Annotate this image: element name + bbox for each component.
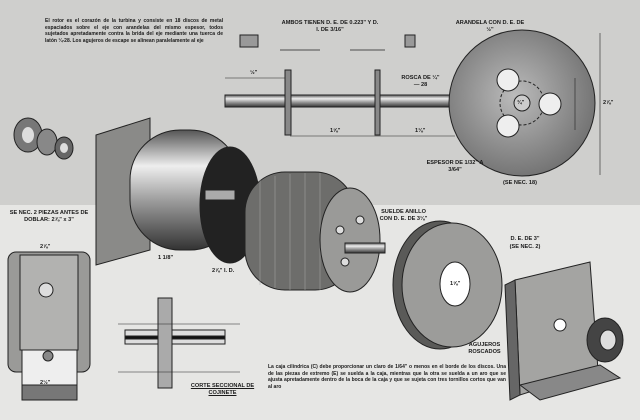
washer-note: AMBOS TIENEN D. E. DE 0.223" Y D. I. DE …: [281, 20, 379, 33]
dim-shaft-right: 1⅛": [415, 128, 426, 134]
intro-text: El rotor es el corazón de la turbina y c…: [45, 18, 223, 44]
dim-shaft-left: ½": [250, 70, 258, 76]
thread-label: ROSCA DE ¼" — 28: [401, 75, 440, 88]
bracket-drawing: [504, 261, 624, 401]
end-od-label: D. E. DE 3": [510, 236, 540, 242]
dim-disc-dia: 2⅞": [603, 100, 614, 106]
flat-bracket-drawing: [7, 251, 91, 401]
weld-ring-label: SUELDE ANILLO CON D. E. DE 3⅛": [379, 209, 428, 222]
bearing-section-drawing: [118, 297, 240, 389]
dim-shaft-mid: 1⅝": [330, 128, 341, 134]
washers-drawing: [13, 117, 74, 160]
washer-with-od-label: ARANDELA CON D. E. DE ½": [455, 20, 525, 33]
dim-plate-bottom: 2½": [40, 380, 51, 386]
disc-qty-label: (SE NEC. 18): [503, 180, 537, 186]
section-title: CORTE SECCIONAL DE COJINETE: [190, 383, 255, 396]
dim-end-hole: 1⅝": [450, 281, 461, 287]
end-plate-drawing: [392, 220, 503, 350]
rotor-stack-drawing: [244, 171, 386, 293]
dim-disc-hole: ¾": [517, 100, 525, 106]
dim-housing-id: 2⅞" I. D.: [212, 268, 235, 274]
end-qty-label: (SE NEC. 2): [509, 244, 541, 250]
dim-housing-length: 1 1/8": [158, 255, 174, 261]
thickness-label: ESPESOR DE 1/32" A 3/64": [426, 160, 484, 173]
bottom-text: La caja cilíndrica (C) debe proporcionar…: [268, 364, 506, 390]
rotor-disc-drawing: [448, 29, 601, 177]
tapped-holes-label: AGUJEROS ROSCADOS: [468, 342, 501, 355]
bracket-qty-label: SE NEC. 2 PIEZAS ANTES DE DOBLAR: 2⅞" x …: [9, 210, 89, 223]
housing-drawing: [95, 117, 261, 266]
dim-plate-width: 2⅞": [40, 244, 51, 250]
